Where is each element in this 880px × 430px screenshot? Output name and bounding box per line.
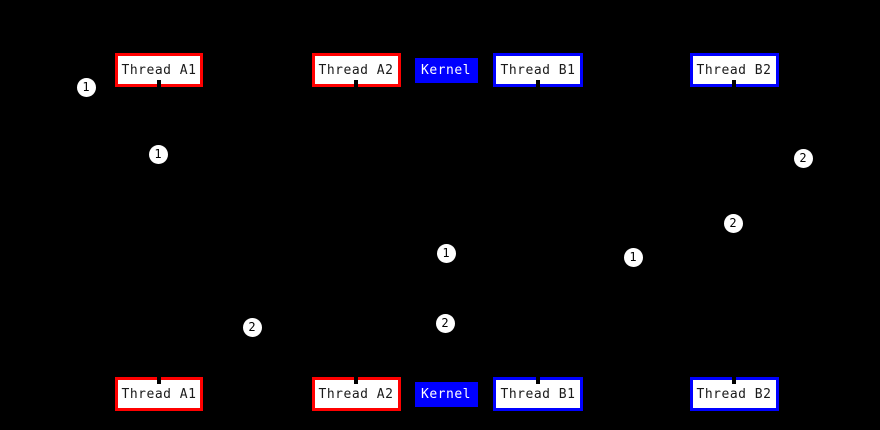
marker-number: 1 <box>82 80 90 94</box>
entity-label-thread-a1: Thread A1 <box>121 62 197 78</box>
marker-number: 2 <box>441 316 449 330</box>
entity-label-thread-b2: Thread B2 <box>696 386 772 402</box>
sequence-step-marker-2: 2 <box>242 317 262 337</box>
sequence-step-marker-1: 1 <box>623 247 643 267</box>
entity-label-thread-b2: Thread B2 <box>696 62 772 78</box>
lifeline-stub <box>157 80 161 87</box>
lifeline-stub <box>157 377 161 384</box>
entity-label-thread-a1: Thread A1 <box>121 386 197 402</box>
marker-number: 2 <box>729 216 737 230</box>
lifeline-stub <box>732 80 736 87</box>
marker-number: 2 <box>248 320 256 334</box>
lifeline-stub <box>536 80 540 87</box>
marker-number: 1 <box>154 147 162 161</box>
sequence-step-marker-1: 1 <box>76 77 96 97</box>
entity-label-thread-b1: Thread B1 <box>500 62 576 78</box>
entity-box-thread-a1-top: Thread A1 <box>115 53 203 87</box>
entity-box-thread-a2-top: Thread A2 <box>311 53 401 87</box>
entity-box-thread-b1-bottom: Thread B1 <box>493 377 583 411</box>
sequence-step-marker-1: 1 <box>148 144 168 164</box>
marker-number: 1 <box>442 246 450 260</box>
marker-number: 2 <box>799 151 807 165</box>
sequence-step-marker-2: 2 <box>435 313 455 333</box>
entity-box-thread-b1-top: Thread B1 <box>493 53 583 87</box>
entity-box-thread-a1-bottom: Thread A1 <box>115 377 203 411</box>
entity-label-thread-b1: Thread B1 <box>500 386 576 402</box>
entity-box-thread-b2-top: Thread B2 <box>689 53 779 87</box>
marker-number: 1 <box>629 250 637 264</box>
entity-label-kernel: Kernel <box>421 386 471 402</box>
lifeline-stub <box>354 80 358 87</box>
entity-box-kernel-bottom: Kernel <box>414 381 478 407</box>
sequence-step-marker-2: 2 <box>723 213 743 233</box>
entity-box-thread-b2-bottom: Thread B2 <box>689 377 779 411</box>
sequence-step-marker-2: 2 <box>793 148 813 168</box>
entity-label-kernel: Kernel <box>421 62 471 78</box>
entity-box-thread-a2-bottom: Thread A2 <box>311 377 401 411</box>
entity-box-kernel-top: Kernel <box>414 57 478 83</box>
entity-label-thread-a2: Thread A2 <box>318 386 394 402</box>
sequence-step-marker-1: 1 <box>436 243 456 263</box>
lifeline-stub <box>536 377 540 384</box>
entity-label-thread-a2: Thread A2 <box>318 62 394 78</box>
lifeline-stub <box>354 377 358 384</box>
lifeline-stub <box>732 377 736 384</box>
